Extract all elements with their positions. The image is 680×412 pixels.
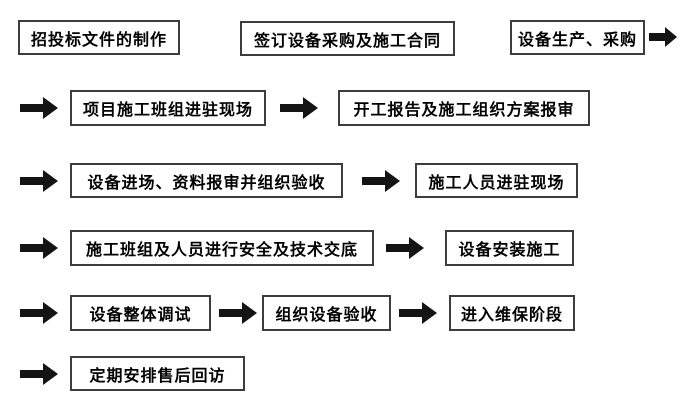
arrow-right-icon [219,302,257,324]
flow-step-maintenance-phase: 进入维保阶段 [449,295,575,331]
flow-step-sign-contract: 签订设备采购及施工合同 [240,21,455,56]
arrow-right-icon [399,302,437,324]
arrow-right-icon [649,27,677,47]
flow-step-equipment-entry-acceptance: 设备进场、资料报审并组织验收 [70,163,343,198]
arrow-right-icon [20,237,58,259]
flow-step-equipment-production: 设备生产、采购 [510,20,645,55]
flow-step-safety-technical-briefing: 施工班组及人员进行安全及技术交底 [70,230,374,266]
arrow-right-icon [362,170,400,192]
flow-step-bidding-documents: 招投标文件的制作 [18,20,180,55]
flow-step-personnel-on-site: 施工人员进驻现场 [415,163,578,198]
flow-step-overall-commissioning: 设备整体调试 [70,295,211,331]
flow-step-commencement-report: 开工报告及施工组织方案报审 [338,90,590,126]
flow-step-after-sales-visits: 定期安排售后回访 [70,356,245,391]
arrow-right-icon [20,97,58,119]
arrow-right-icon [386,237,424,259]
arrow-right-icon [280,97,318,119]
flow-step-organize-acceptance: 组织设备验收 [262,295,391,331]
flow-step-crew-on-site: 项目施工班组进驻现场 [70,90,266,126]
flow-step-equipment-installation: 设备安装施工 [445,230,574,266]
arrow-right-icon [20,302,58,324]
arrow-right-icon [20,170,58,192]
arrow-right-icon [20,363,58,385]
